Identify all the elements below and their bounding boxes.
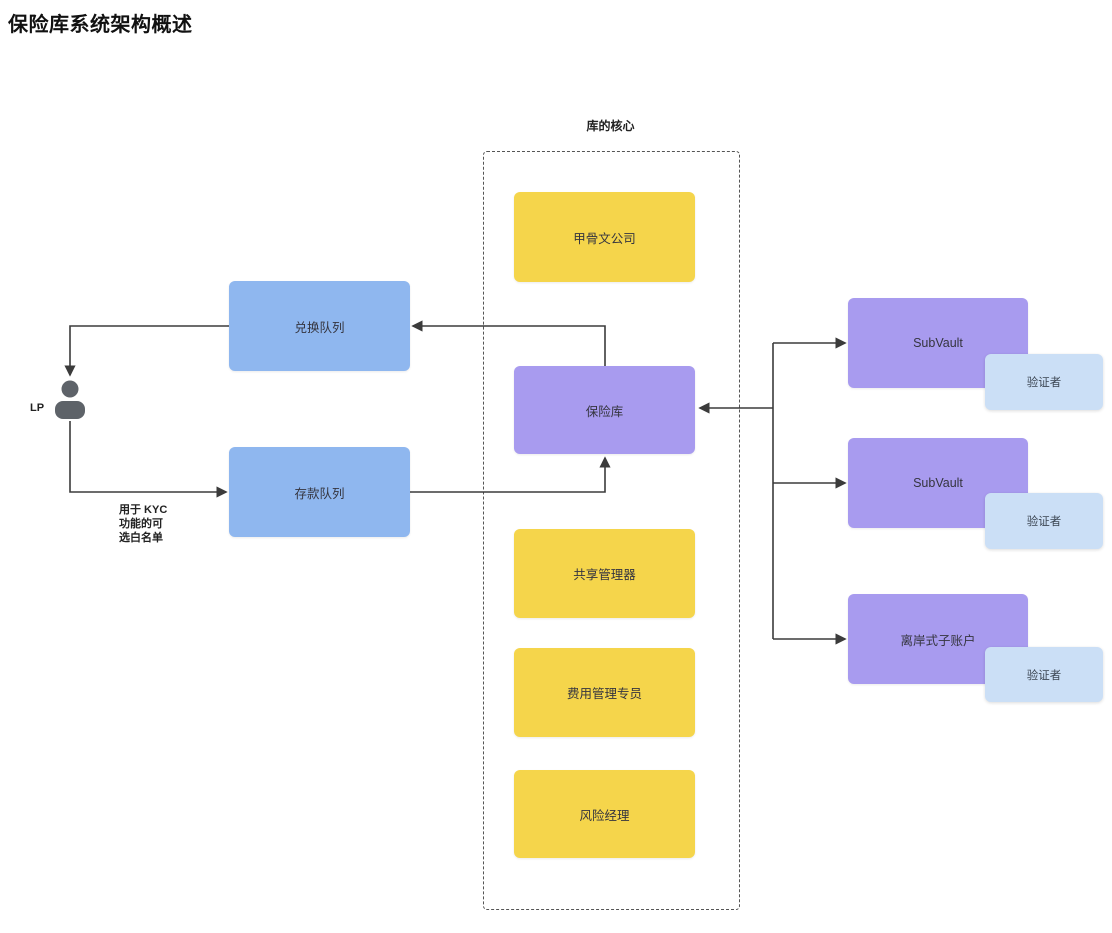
node-validator-2: 验证者	[985, 493, 1103, 549]
person-icon	[55, 380, 85, 419]
node-share-manager: 共享管理器	[514, 529, 695, 618]
node-risk-manager: 风险经理	[514, 770, 695, 858]
node-redeem-queue: 兑换队列	[229, 281, 410, 371]
node-oracle: 甲骨文公司	[514, 192, 695, 282]
kyc-whitelist-note: 用于 KYC 功能的可 选白名单	[119, 504, 168, 544]
node-offshore-subaccount: 离岸式子账户	[848, 594, 1028, 684]
actor-label: LP	[30, 402, 45, 414]
node-fee-manager: 费用管理专员	[514, 648, 695, 737]
node-validator-3: 验证者	[985, 647, 1103, 702]
page-title: 保险库系统架构概述	[8, 14, 193, 36]
core-group-container	[483, 151, 740, 910]
node-vault: 保险库	[514, 366, 695, 454]
node-validator-1: 验证者	[985, 354, 1103, 410]
core-group-label: 库的核心	[586, 119, 635, 133]
node-deposit-queue: 存款队列	[229, 447, 410, 537]
